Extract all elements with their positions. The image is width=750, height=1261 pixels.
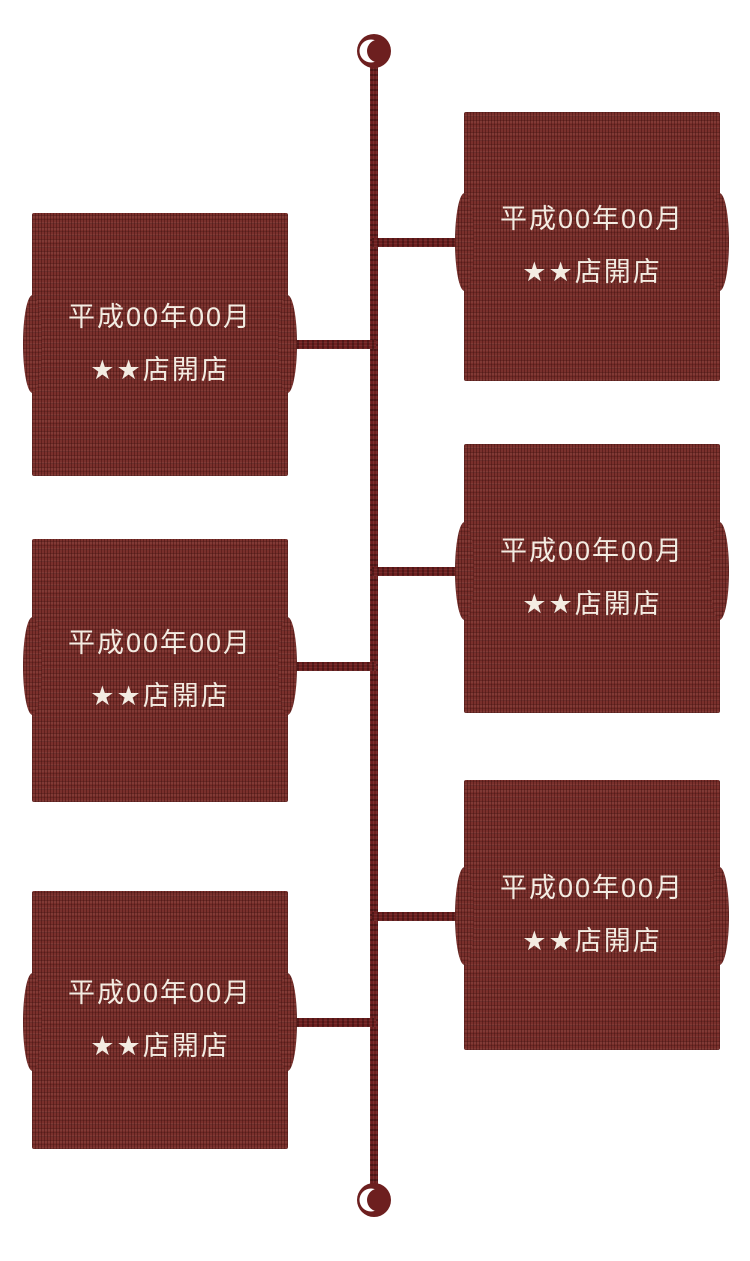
timeline-item-card: 平成00年00月 ★★店開店	[32, 213, 288, 476]
timeline-item-card: 平成00年00月 ★★店開店	[464, 444, 720, 713]
connector-line	[372, 567, 468, 576]
event-title: ★★店開店	[522, 925, 662, 956]
eclipse-circle-icon	[357, 34, 391, 68]
eclipse-circle-icon	[357, 1183, 391, 1217]
timeline-start-node	[354, 29, 394, 73]
timeline-item-card: 平成00年00月 ★★店開店	[464, 112, 720, 381]
connector-line	[282, 662, 376, 671]
timeline-item-card: 平成00年00月 ★★店開店	[464, 780, 720, 1050]
event-date: 平成00年00月	[67, 302, 253, 333]
event-date: 平成00年00月	[499, 872, 685, 903]
timeline-item-card: 平成00年00月 ★★店開店	[32, 539, 288, 802]
event-title: ★★店開店	[522, 589, 662, 619]
connector-line	[282, 1018, 376, 1027]
event-date: 平成00年00月	[499, 204, 685, 235]
connector-line	[282, 340, 376, 349]
connector-line	[372, 238, 468, 247]
connector-line	[372, 912, 468, 921]
event-date: 平成00年00月	[67, 628, 253, 659]
event-title: ★★店開店	[90, 681, 230, 711]
event-title: ★★店開店	[90, 355, 230, 385]
event-title: ★★店開店	[522, 257, 662, 287]
timeline-line	[370, 51, 378, 1201]
event-title: ★★店開店	[90, 1030, 230, 1061]
event-date: 平成00年00月	[67, 977, 253, 1008]
event-date: 平成00年00月	[499, 536, 685, 567]
timeline-item-card: 平成00年00月 ★★店開店	[32, 891, 288, 1149]
timeline-end-node	[354, 1178, 394, 1222]
